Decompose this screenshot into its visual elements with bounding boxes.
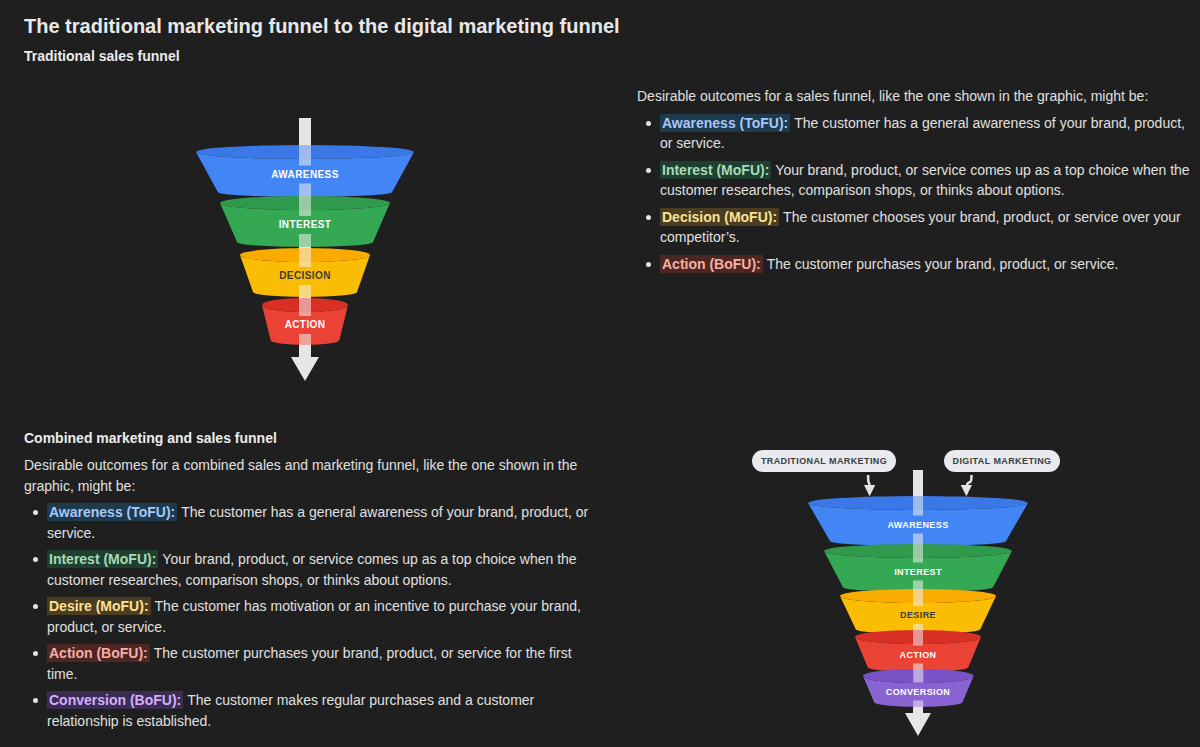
funnel-axis-segment	[299, 145, 311, 166]
bullet-dot	[33, 557, 38, 562]
bullet-item: Awareness (ToFU):The customer has a gene…	[637, 113, 1193, 154]
bullet-item: Action (BoFU):The customer purchases you…	[24, 643, 602, 684]
bullet-dot	[646, 168, 651, 173]
bullet-item: Action (BoFU):The customer purchases you…	[637, 254, 1193, 275]
funnel-axis-segment	[913, 544, 923, 563]
source-pill: TRADITIONAL MARKETING	[752, 450, 896, 472]
funnel-axis-segment	[299, 285, 311, 297]
stage-term: Awareness (ToFU):	[660, 114, 790, 132]
bullet-item: Awareness (ToFU):The customer has a gene…	[24, 502, 602, 543]
funnel-axis-arrowhead	[291, 357, 319, 381]
funnel-axis-segment	[913, 701, 923, 708]
funnel-axis-segment	[299, 298, 311, 316]
band-label: INTEREST	[279, 219, 332, 231]
band-label: AWARENESS	[271, 169, 339, 181]
funnel-band: AWARENESS	[808, 496, 1028, 546]
stage-term: Desire (MoFU):	[47, 597, 151, 615]
stage-description: The customer purchases your brand, produ…	[767, 256, 1119, 272]
bullet-dot	[646, 215, 651, 220]
funnel-axis-segment	[299, 334, 311, 345]
bullet-dot	[33, 698, 38, 703]
paragraph: Desirable outcomes for a combined sales …	[24, 455, 602, 496]
funnel-axis-segment	[299, 184, 311, 198]
stage-term: Interest (MoFU):	[660, 161, 771, 179]
band-rim	[863, 669, 974, 683]
bullet-item: Desire (MoFU):The customer has motivatio…	[24, 596, 602, 637]
bullet-dot	[33, 510, 38, 515]
pill-label: TRADITIONAL MARKETING	[761, 455, 887, 467]
funnel-axis-arrow	[913, 470, 923, 715]
funnel-band: AWARENESS	[196, 145, 414, 197]
bullet-dot	[33, 604, 38, 609]
title-wrap: The traditional marketing funnel to the …	[24, 14, 620, 38]
funnel-band: CONVERSION	[863, 669, 974, 707]
section-heading: Traditional sales funnel	[24, 48, 180, 64]
funnel-band: DECISION	[240, 248, 370, 297]
stage-term: Interest (MoFU):	[47, 550, 158, 568]
bullet-item: Conversion (BoFU):The customer makes reg…	[24, 690, 602, 731]
bullet-dot	[33, 651, 38, 656]
stage-term: Decision (MoFU):	[660, 208, 779, 226]
paragraph: Traditional sales funnel	[24, 46, 464, 67]
source-arrow	[868, 475, 869, 494]
funnel-axis-segment	[299, 196, 311, 216]
pill-label: DIGITAL MARKETING	[953, 455, 1052, 467]
funnel-axis-arrowhead	[905, 713, 931, 736]
bullet-item: Interest (MoFU):Your brand, product, or …	[637, 160, 1193, 201]
band-label: DECISION	[279, 270, 331, 282]
band-label: AWARENESS	[887, 519, 948, 531]
source-pill: DIGITAL MARKETING	[944, 450, 1061, 472]
text-block: Desirable outcomes for a sales funnel, l…	[637, 86, 1193, 274]
funnel-axis-segment	[913, 630, 923, 646]
band-label: ACTION	[285, 319, 326, 331]
bullet-dot	[646, 121, 651, 126]
stage-term: Action (BoFU):	[47, 644, 150, 662]
intro-text: Desirable outcomes for a combined sales …	[24, 457, 577, 494]
stage-term: Awareness (ToFU):	[47, 503, 177, 521]
funnel-band: ACTION	[855, 630, 981, 672]
text-block: Combined marketing and sales funnel	[24, 428, 464, 449]
text-block: Desirable outcomes for a combined sales …	[24, 455, 602, 731]
page-title: The traditional marketing funnel to the …	[24, 15, 620, 37]
funnel-band: ACTION	[262, 298, 348, 345]
bullet-item: Interest (MoFU):Your brand, product, or …	[24, 549, 602, 590]
funnel-axis-segment	[913, 589, 923, 606]
band-label: INTEREST	[894, 566, 942, 578]
intro-text: Desirable outcomes for a sales funnel, l…	[637, 88, 1148, 104]
section-heading: Combined marketing and sales funnel	[24, 430, 277, 446]
bullet-dot	[646, 262, 651, 267]
funnel-axis-segment	[299, 234, 311, 247]
source-arrow	[966, 475, 971, 494]
funnel-axis-segment	[913, 669, 923, 683]
bullet-item: Decision (MoFU):The customer chooses you…	[637, 207, 1193, 248]
funnel-axis-segment	[299, 248, 311, 267]
paragraph: Desirable outcomes for a sales funnel, l…	[637, 86, 1193, 107]
band-label: DESIRE	[900, 609, 936, 621]
band-label: ACTION	[900, 649, 937, 661]
funnel-band: INTEREST	[220, 196, 390, 247]
funnel-band: INTEREST	[824, 544, 1012, 592]
band-label: CONVERSION	[886, 686, 951, 698]
paragraph: Combined marketing and sales funnel	[24, 428, 464, 449]
funnel-band: DESIRE	[840, 589, 996, 634]
funnel-axis-segment	[913, 496, 923, 516]
stage-term: Action (BoFU):	[660, 255, 763, 273]
stage-term: Conversion (BoFU):	[47, 691, 183, 709]
text-block: Traditional sales funnel	[24, 46, 464, 67]
